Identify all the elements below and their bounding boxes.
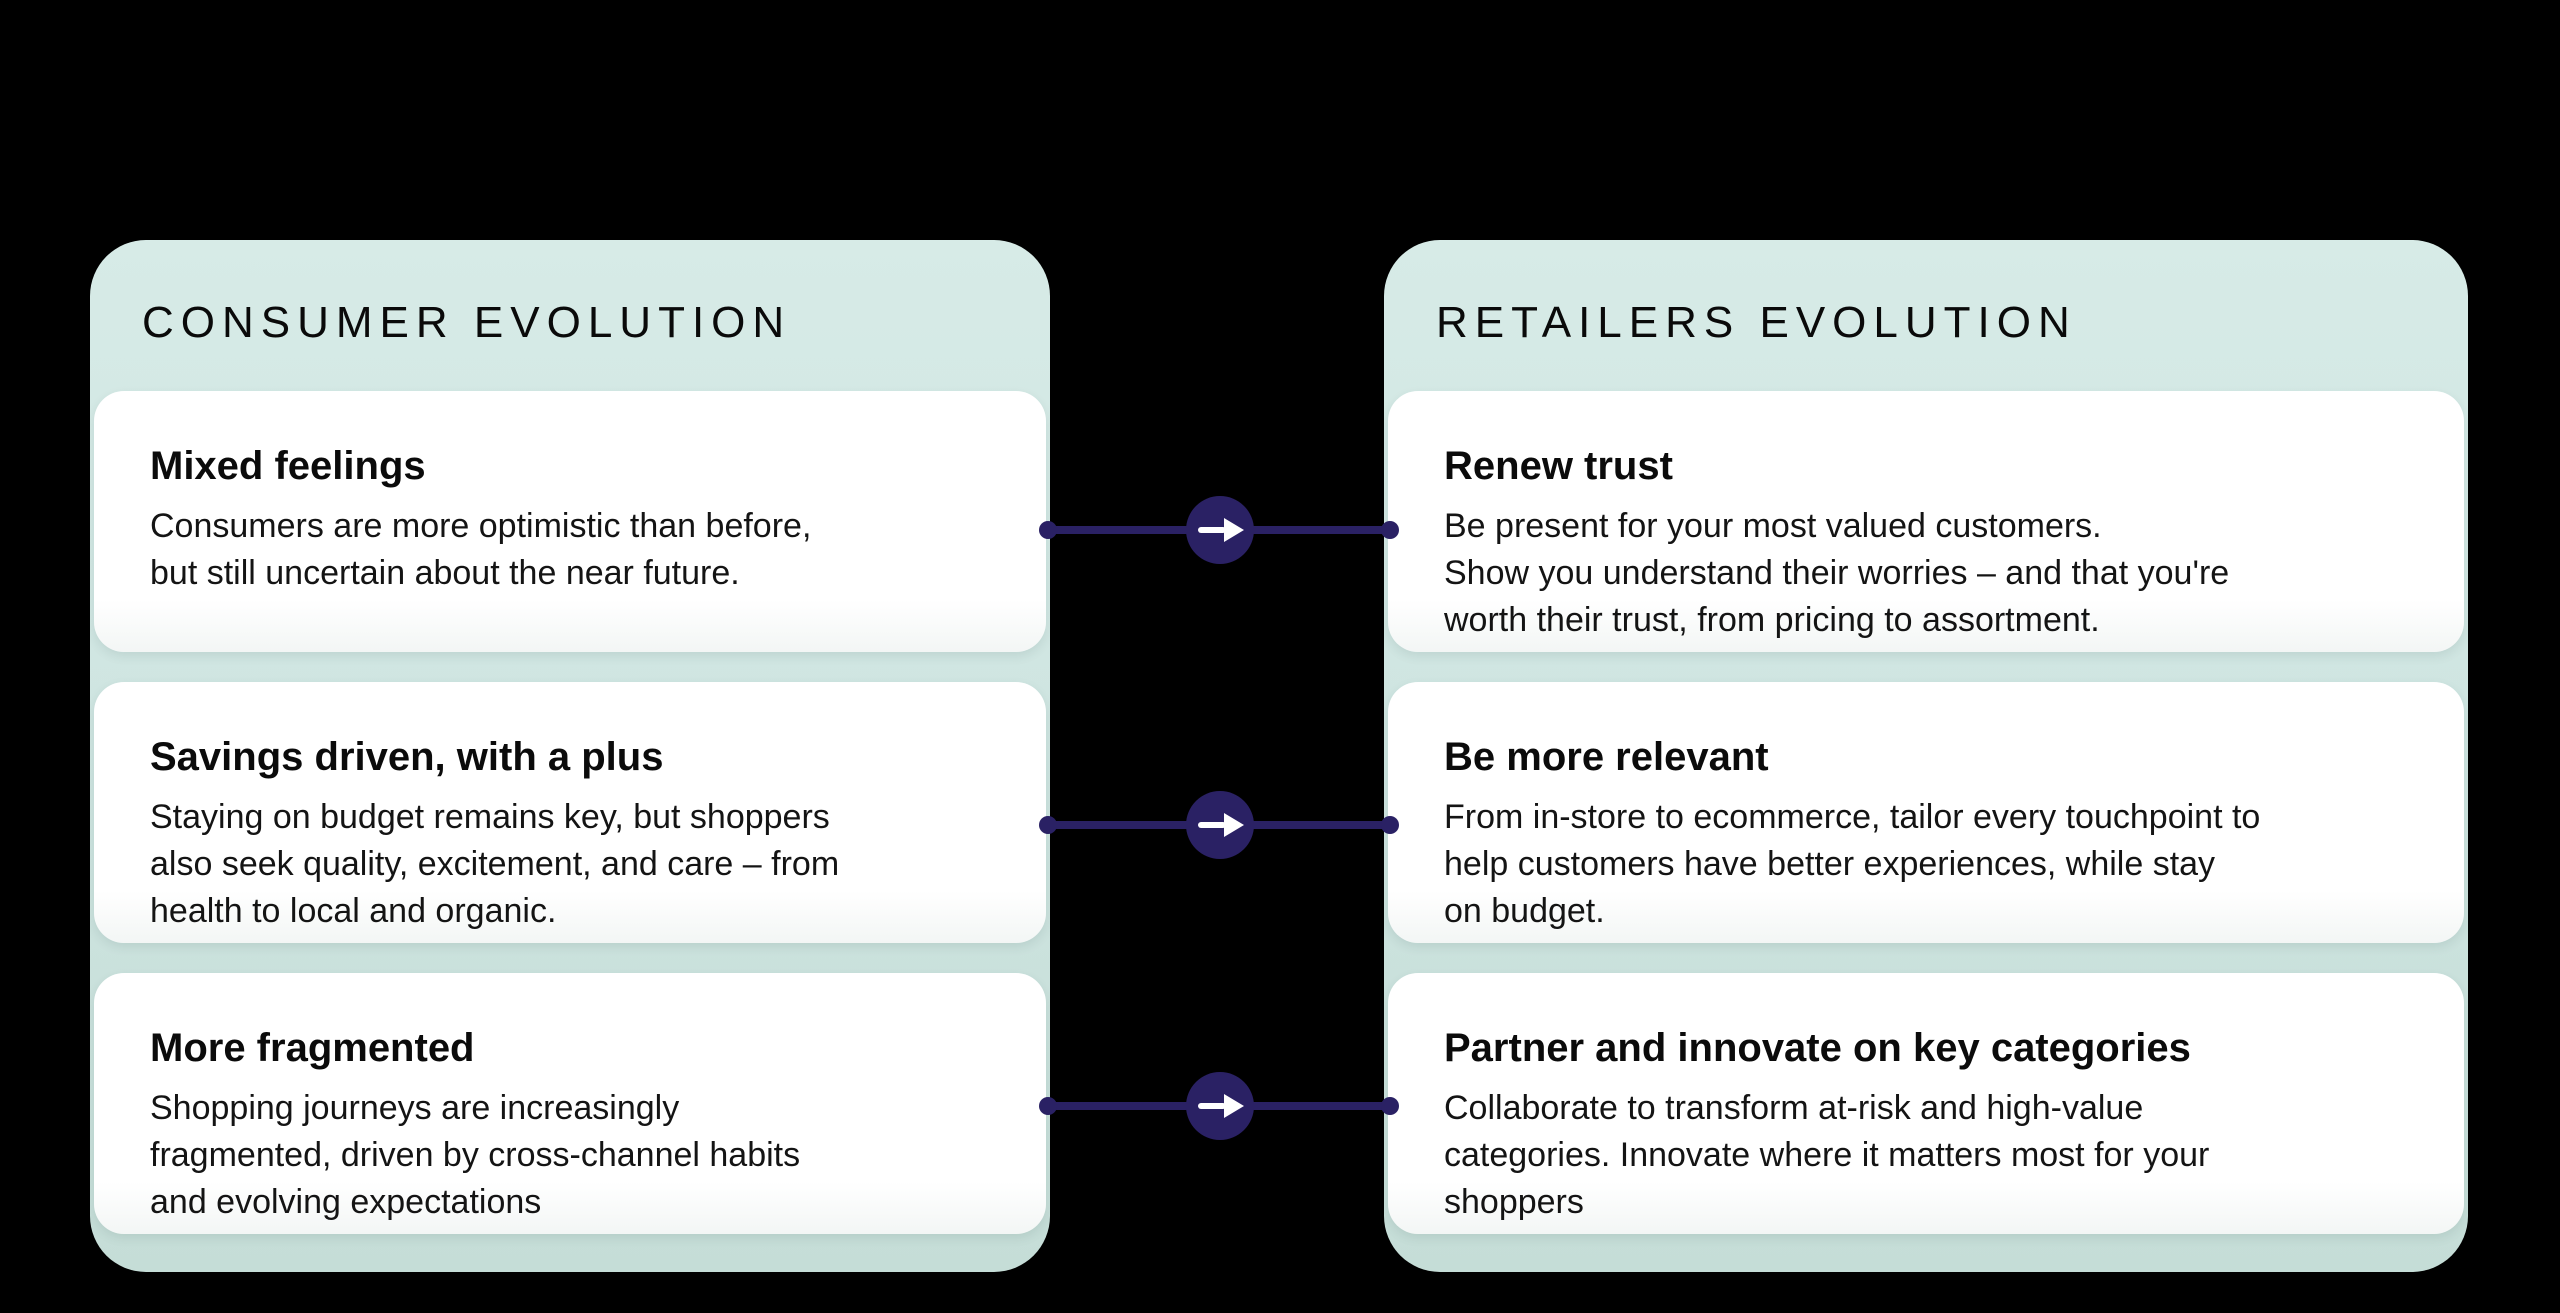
card-savings-driven: Savings driven, with a plus Staying on b…	[94, 682, 1046, 943]
consumer-evolution-panel: CONSUMER EVOLUTION Mixed feelings Consum…	[90, 240, 1050, 1272]
card-mixed-feelings: Mixed feelings Consumers are more optimi…	[94, 391, 1046, 652]
card-more-fragmented: More fragmented Shopping journeys are in…	[94, 973, 1046, 1234]
card-be-more-relevant: Be more relevant From in-store to ecomme…	[1388, 682, 2464, 943]
retailers-evolution-panel: RETAILERS EVOLUTION Renew trust Be prese…	[1384, 240, 2468, 1272]
connector-dot-left	[1039, 816, 1057, 834]
card-title: Renew trust	[1444, 444, 1673, 488]
card-title: Savings driven, with a plus	[150, 735, 664, 779]
card-title: More fragmented	[150, 1026, 475, 1070]
card-body: Consumers are more optimistic than befor…	[150, 507, 812, 592]
arrow-right-icon	[1186, 496, 1254, 564]
arrow-right-icon	[1186, 1072, 1254, 1140]
connector-dot-right	[1381, 816, 1399, 834]
retailers-panel-title: RETAILERS EVOLUTION	[1436, 298, 2077, 347]
card-body: Collaborate to transform at-risk and hig…	[1444, 1089, 2210, 1221]
connector-dot-right	[1381, 1097, 1399, 1115]
arrow-right-icon	[1186, 791, 1254, 859]
card-body: From in-store to ecommerce, tailor every…	[1444, 798, 2261, 930]
card-title: Mixed feelings	[150, 444, 426, 488]
connector-dot-left	[1039, 521, 1057, 539]
card-body: Be present for your most valued customer…	[1444, 507, 2230, 639]
card-title: Partner and innovate on key categories	[1444, 1026, 2191, 1070]
retailers-cards: Renew trust Be present for your most val…	[1388, 391, 2464, 1234]
connector-dot-right	[1381, 521, 1399, 539]
consumer-panel-title: CONSUMER EVOLUTION	[142, 298, 792, 347]
card-partner-innovate: Partner and innovate on key categories C…	[1388, 973, 2464, 1234]
card-body: Staying on budget remains key, but shopp…	[150, 798, 840, 930]
connector-dot-left	[1039, 1097, 1057, 1115]
consumer-cards: Mixed feelings Consumers are more optimi…	[94, 391, 1046, 1234]
card-body: Shopping journeys are increasingly fragm…	[150, 1089, 801, 1221]
card-title: Be more relevant	[1444, 735, 1769, 779]
card-renew-trust: Renew trust Be present for your most val…	[1388, 391, 2464, 652]
